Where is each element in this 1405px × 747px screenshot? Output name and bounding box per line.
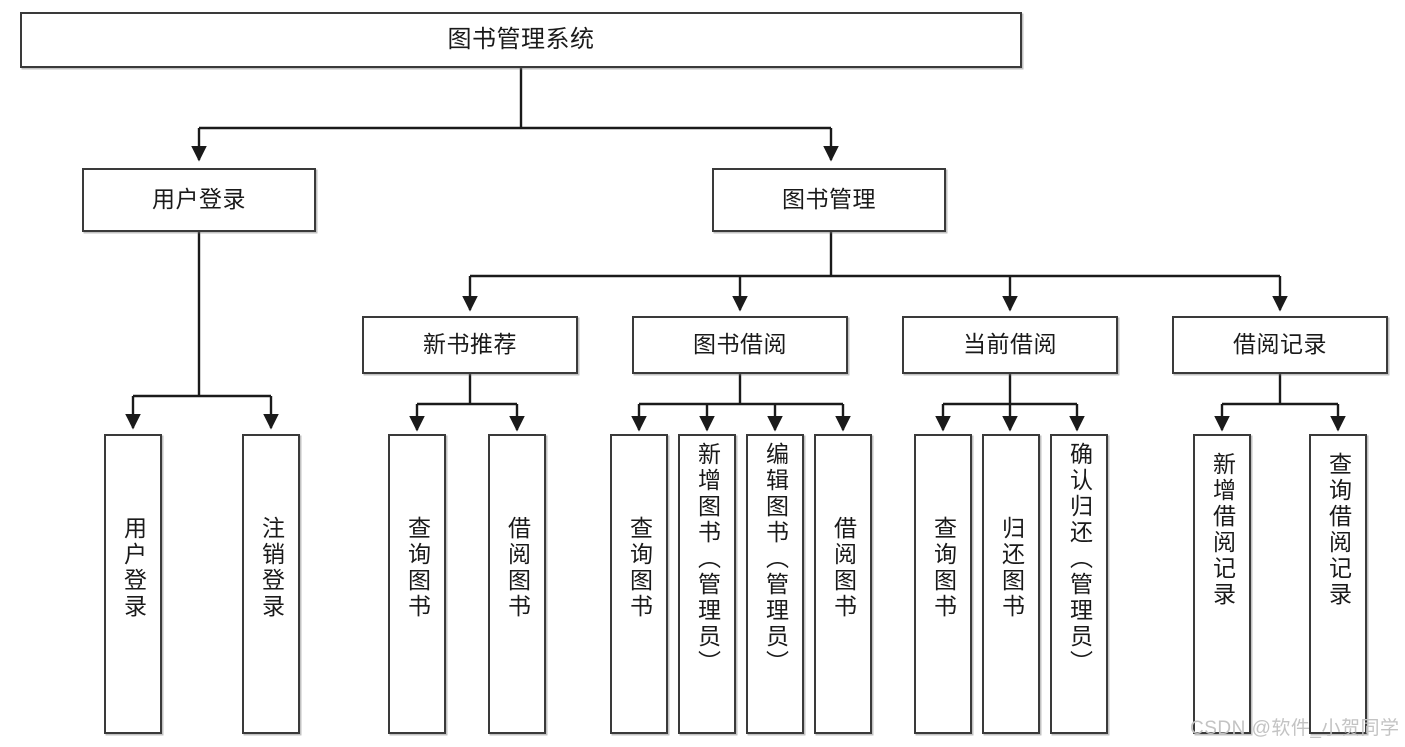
node-label: 查询借阅记录 <box>1325 452 1352 608</box>
node-label: 借阅记录 <box>1233 331 1327 358</box>
leaf-add-book-admin[interactable]: 新增图书（管理员） <box>678 434 736 734</box>
node-label: 图书管理系统 <box>447 25 595 53</box>
node-label: 借阅图书 <box>504 516 531 620</box>
leaf-add-borrow-record[interactable]: 新增借阅记录 <box>1193 434 1251 734</box>
node-label: 借阅图书 <box>830 516 857 620</box>
node-book-borrow[interactable]: 图书借阅 <box>632 316 848 374</box>
leaf-borrow-book-2[interactable]: 借阅图书 <box>814 434 872 734</box>
leaf-edit-book-admin[interactable]: 编辑图书（管理员） <box>746 434 804 734</box>
node-label: 查询图书 <box>626 516 653 620</box>
leaf-confirm-return-admin[interactable]: 确认归还（管理员） <box>1050 434 1108 734</box>
node-label: 新书推荐 <box>423 331 517 358</box>
node-label: 编辑图书（管理员） <box>762 442 789 676</box>
node-root-book-management-system[interactable]: 图书管理系统 <box>20 12 1022 68</box>
node-label: 查询图书 <box>930 516 957 620</box>
node-new-book-recommendation[interactable]: 新书推荐 <box>362 316 578 374</box>
leaf-query-borrow-record[interactable]: 查询借阅记录 <box>1309 434 1367 734</box>
csdn-watermark: CSDN @软件_小贺同学 <box>1190 718 1400 739</box>
node-current-borrow[interactable]: 当前借阅 <box>902 316 1118 374</box>
node-label: 用户登录 <box>120 516 147 620</box>
leaf-query-book-2[interactable]: 查询图书 <box>610 434 668 734</box>
node-label: 确认归还（管理员） <box>1066 442 1093 676</box>
leaf-query-book-3[interactable]: 查询图书 <box>914 434 972 734</box>
node-user-login[interactable]: 用户登录 <box>82 168 316 232</box>
leaf-query-book-1[interactable]: 查询图书 <box>388 434 446 734</box>
node-label: 新增借阅记录 <box>1209 452 1236 608</box>
node-label: 图书管理 <box>782 186 876 213</box>
node-label: 新增图书（管理员） <box>694 442 721 676</box>
node-label: 当前借阅 <box>963 331 1057 358</box>
node-label: 查询图书 <box>404 516 431 620</box>
node-label: 归还图书 <box>998 516 1025 620</box>
node-label: 用户登录 <box>152 186 246 213</box>
leaf-borrow-book-1[interactable]: 借阅图书 <box>488 434 546 734</box>
node-label: 注销登录 <box>258 516 285 620</box>
leaf-user-login[interactable]: 用户登录 <box>104 434 162 734</box>
leaf-return-book[interactable]: 归还图书 <box>982 434 1040 734</box>
node-borrow-record[interactable]: 借阅记录 <box>1172 316 1388 374</box>
leaf-logout[interactable]: 注销登录 <box>242 434 300 734</box>
node-label: 图书借阅 <box>693 331 787 358</box>
node-book-management[interactable]: 图书管理 <box>712 168 946 232</box>
